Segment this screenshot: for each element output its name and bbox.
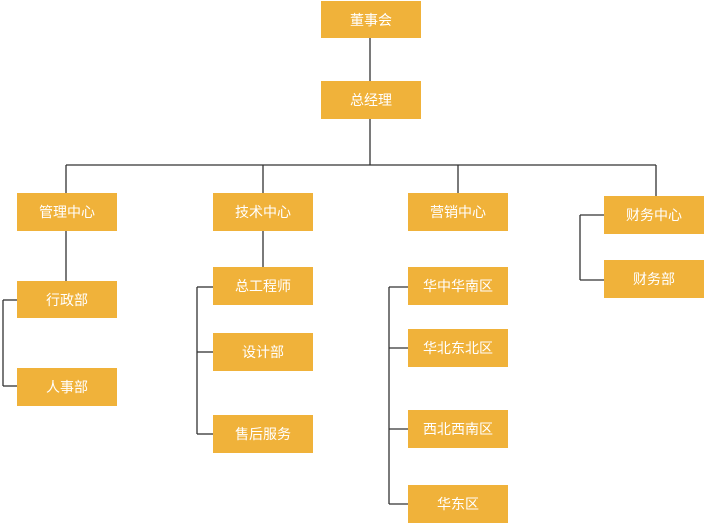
node-after-sales: 售后服务 [213,415,313,453]
node-marketing-center: 营销中心 [408,193,508,231]
node-northwest-southwest: 西北西南区 [408,410,508,448]
node-central-south: 华中华南区 [408,267,508,305]
node-finance-center: 财务中心 [604,196,704,234]
node-general-manager: 总经理 [321,81,421,119]
node-mgmt-center: 管理中心 [17,193,117,231]
node-chief-engineer: 总工程师 [213,267,313,305]
node-admin-dept: 行政部 [17,281,117,318]
node-tech-center: 技术中心 [213,193,313,231]
node-east-china: 华东区 [408,485,508,523]
node-north-northeast: 华北东北区 [408,329,508,367]
node-design-dept: 设计部 [213,333,313,371]
node-finance-dept: 财务部 [604,260,704,298]
node-board: 董事会 [321,1,421,38]
node-hr-dept: 人事部 [17,368,117,406]
